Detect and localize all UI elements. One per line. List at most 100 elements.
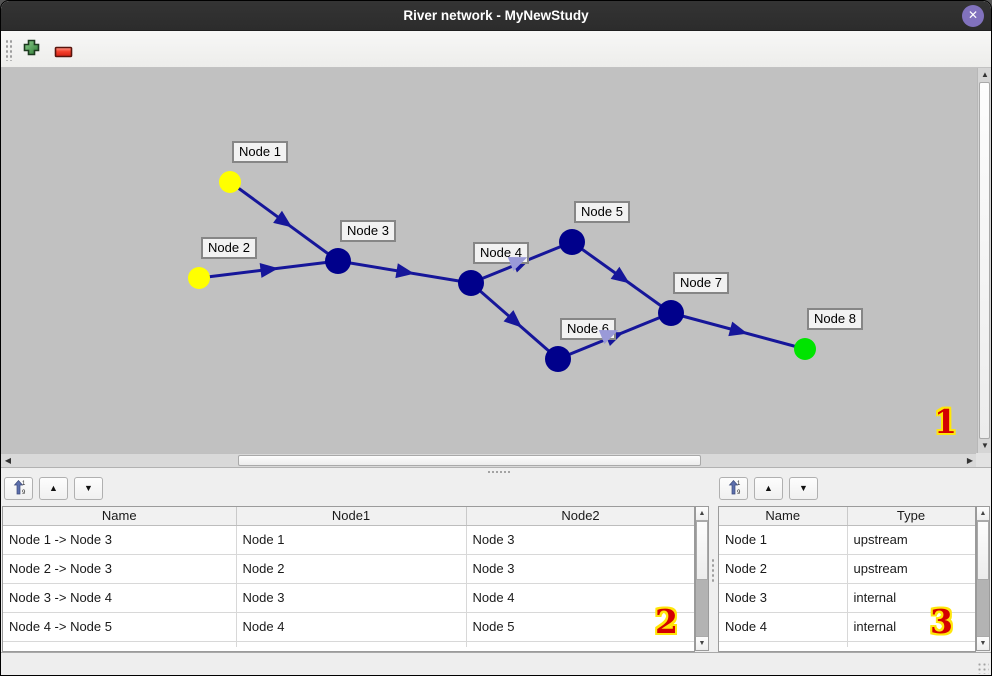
partial-row xyxy=(3,641,694,647)
nodes-table-scrollbar[interactable]: ▲ ▼ xyxy=(976,506,990,651)
node-label: Node 7 xyxy=(673,272,729,294)
graph-node[interactable] xyxy=(559,229,585,255)
som-annotation-1: 1 xyxy=(934,402,957,441)
reaches-toolbar: 1 9 ▲ ▼ xyxy=(4,477,103,501)
sort-button[interactable]: 1 9 xyxy=(719,477,748,500)
vertical-splitter-handle[interactable] xyxy=(711,558,715,584)
table-cell[interactable]: upstream xyxy=(847,554,975,584)
sort-button[interactable]: 1 9 xyxy=(4,477,33,500)
scroll-down-icon[interactable]: ▼ xyxy=(981,441,989,450)
table-cell[interactable]: Node 2 xyxy=(236,554,467,584)
table-cell[interactable]: internal xyxy=(847,583,975,613)
canvas-vscroll-thumb[interactable] xyxy=(979,82,990,439)
column-header[interactable]: Node1 xyxy=(236,507,467,526)
table-cell[interactable]: Node 4 xyxy=(719,612,848,642)
svg-text:1: 1 xyxy=(22,481,26,487)
move-down-icon: ▼ xyxy=(84,483,93,493)
node-label: Node 5 xyxy=(574,201,630,223)
scroll-up-icon[interactable]: ▲ xyxy=(696,507,708,521)
graph-node[interactable] xyxy=(545,346,571,372)
graph-node[interactable] xyxy=(794,338,816,360)
scroll-down-icon[interactable]: ▼ xyxy=(696,636,708,650)
svg-text:9: 9 xyxy=(22,490,26,495)
nodes-scroll-thumb[interactable] xyxy=(977,521,989,580)
scroll-up-icon[interactable]: ▲ xyxy=(977,507,989,521)
table-cell[interactable]: Node 1 -> Node 3 xyxy=(3,525,237,555)
titlebar[interactable]: River network - MyNewStudy ✕ xyxy=(1,1,991,31)
node-label: Node 3 xyxy=(340,220,396,242)
move-up-button[interactable]: ▲ xyxy=(39,477,68,500)
status-bar xyxy=(1,652,991,675)
scroll-right-icon[interactable]: ▶ xyxy=(966,456,974,465)
close-button[interactable]: ✕ xyxy=(962,5,984,27)
move-down-button[interactable]: ▼ xyxy=(789,477,818,500)
canvas-horizontal-scrollbar[interactable]: ◀ ▶ xyxy=(1,453,977,467)
table-cell[interactable]: Node 3 xyxy=(236,583,467,613)
graph-node[interactable] xyxy=(658,300,684,326)
node-label: Node 4 xyxy=(473,242,529,264)
graph-node[interactable] xyxy=(325,248,351,274)
horizontal-splitter[interactable] xyxy=(1,467,991,475)
column-header[interactable]: Type xyxy=(847,507,975,526)
reaches-table-scrollbar[interactable]: ▲ ▼ xyxy=(695,506,709,651)
table-cell xyxy=(236,641,467,647)
node-label: Node 2 xyxy=(201,237,257,259)
graph-node[interactable] xyxy=(458,270,484,296)
scroll-left-icon[interactable]: ◀ xyxy=(4,456,12,465)
scroll-up-icon[interactable]: ▲ xyxy=(981,70,989,79)
table-cell[interactable]: Node 4 xyxy=(466,583,694,613)
table-cell[interactable]: upstream xyxy=(847,525,975,555)
sort-ascending-icon: 1 9 xyxy=(727,479,741,498)
move-up-icon: ▲ xyxy=(49,483,58,493)
table-cell[interactable]: Node 3 -> Node 4 xyxy=(3,583,237,613)
table-cell[interactable]: Node 3 xyxy=(719,583,848,613)
minus-icon xyxy=(54,46,73,61)
table-cell[interactable]: Node 4 -> Node 5 xyxy=(3,612,237,642)
table-cell[interactable]: Node 5 xyxy=(466,612,694,642)
scroll-down-icon[interactable]: ▼ xyxy=(977,636,989,650)
remove-button[interactable] xyxy=(49,39,77,67)
table-cell[interactable]: Node 2 xyxy=(719,554,848,584)
resize-grip[interactable] xyxy=(976,661,989,674)
reaches-scroll-thumb[interactable] xyxy=(696,521,708,580)
sort-ascending-icon: 1 9 xyxy=(12,479,26,498)
som-annotation-2: 2 xyxy=(655,602,678,641)
graph-node[interactable] xyxy=(219,171,241,193)
canvas-vertical-scrollbar[interactable]: ▲ ▼ xyxy=(977,68,991,453)
table-cell xyxy=(847,641,975,647)
move-up-icon: ▲ xyxy=(764,483,773,493)
add-button[interactable] xyxy=(17,35,45,63)
plus-icon xyxy=(22,38,41,60)
table-cell[interactable]: Node 4 xyxy=(236,612,467,642)
table-cell[interactable]: Node 3 xyxy=(466,525,694,555)
column-header[interactable]: Node2 xyxy=(466,507,694,526)
canvas-hscroll-thumb[interactable] xyxy=(238,455,701,466)
column-header[interactable]: Name xyxy=(719,507,848,526)
table-cell[interactable]: Node 1 xyxy=(236,525,467,555)
move-down-button[interactable]: ▼ xyxy=(74,477,103,500)
table-cell[interactable]: Node 1 xyxy=(719,525,848,555)
table-cell[interactable]: Node 2 -> Node 3 xyxy=(3,554,237,584)
move-up-button[interactable]: ▲ xyxy=(754,477,783,500)
table-cell[interactable]: Node 3 xyxy=(466,554,694,584)
svg-text:1: 1 xyxy=(737,481,741,487)
table-cell[interactable]: internal xyxy=(847,612,975,642)
column-header[interactable]: Name xyxy=(3,507,237,526)
graph-node[interactable] xyxy=(188,267,210,289)
toolbar-drag-handle[interactable] xyxy=(5,39,13,61)
